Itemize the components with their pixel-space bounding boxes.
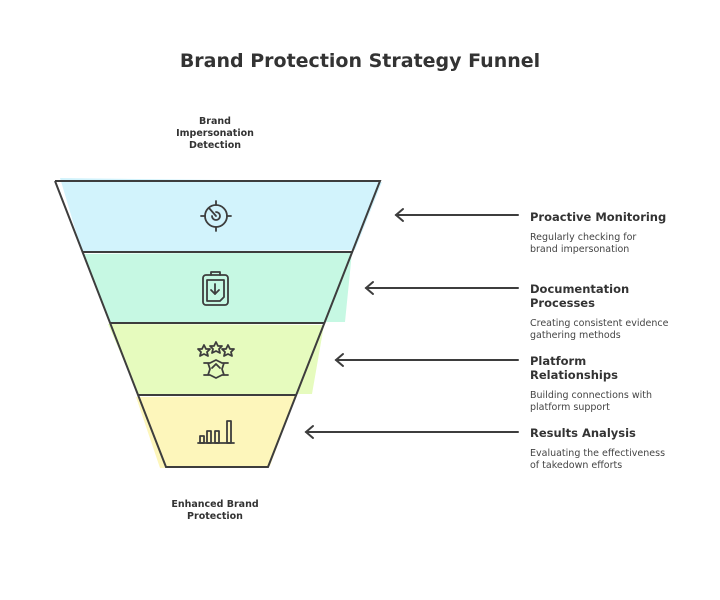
clipboard-download-icon (202, 271, 229, 306)
stage-description: Building connections with platform suppo… (530, 390, 653, 413)
band-3-fill (108, 324, 324, 394)
stage-documentation-processes: Documentation Processes Creating consist… (530, 282, 690, 342)
arrow-1 (394, 208, 519, 222)
diagram-title: Brand Protection Strategy Funnel (179, 50, 541, 72)
funnel-outline (54, 180, 382, 468)
arrow-4 (304, 425, 519, 439)
stage-platform-relationships: Platform Relationships Building connecti… (530, 354, 690, 414)
band-1-fill (60, 178, 382, 252)
radar-icon (200, 200, 232, 232)
funnel-band-fills (60, 178, 382, 468)
stage-results-analysis: Results Analysis Evaluating the effectiv… (530, 426, 690, 472)
stage-description: Regularly checking for brand impersonati… (530, 232, 637, 255)
stage-title: Documentation Processes (530, 282, 630, 310)
stage-title: Results Analysis (530, 426, 636, 440)
arrows (304, 208, 519, 439)
stage-description: Evaluating the effectiveness of takedown… (530, 448, 666, 471)
top-label: Brand Impersonation Detection (176, 116, 254, 151)
arrow-2 (364, 281, 519, 295)
band-2-fill (83, 252, 352, 322)
bar-chart-icon (197, 420, 235, 444)
stage-title: Platform Relationships (530, 354, 618, 382)
arrow-3 (334, 353, 519, 367)
stage-title: Proactive Monitoring (530, 210, 667, 224)
stars-handshake-icon (197, 341, 235, 379)
stage-proactive-monitoring: Proactive Monitoring Regularly checking … (530, 210, 690, 256)
stage-description: Creating consistent evidence gathering m… (530, 318, 669, 341)
band-4-fill (136, 396, 296, 468)
bottom-label: Enhanced Brand Protection (171, 499, 259, 522)
